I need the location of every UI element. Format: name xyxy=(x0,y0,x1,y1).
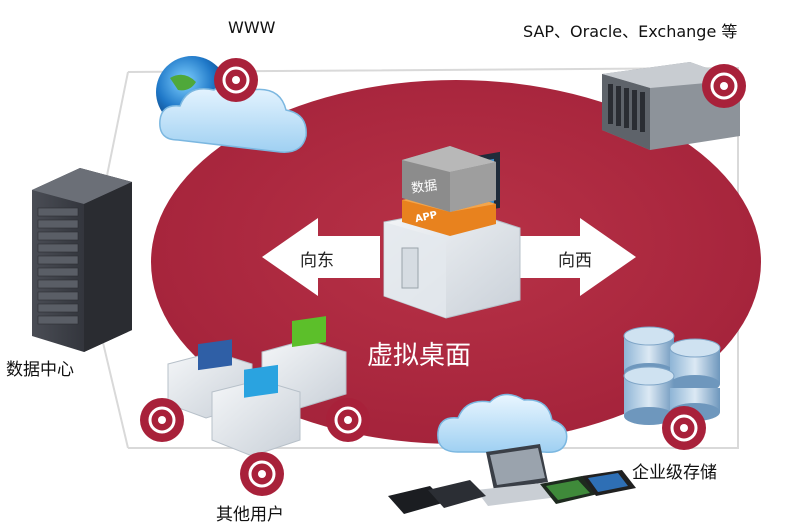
east-label: 向东 xyxy=(300,251,334,271)
biohazard-icon xyxy=(214,58,258,102)
www-label: WWW xyxy=(228,18,276,37)
biohazard-icon xyxy=(240,452,284,496)
other-user-desktop-3 xyxy=(211,364,301,457)
enterprise-apps-label: SAP、Oracle、Exchange 等 xyxy=(523,22,738,41)
storage-disks-icon xyxy=(623,326,721,425)
data-layer-label: 数据 xyxy=(410,178,439,197)
enterprise-storage-label: 企业级存储 xyxy=(632,463,717,483)
data-center-label: 数据中心 xyxy=(6,360,74,380)
other-users-label: 其他用户 xyxy=(216,505,284,525)
biohazard-icon xyxy=(140,398,184,442)
bottom-cloud-icon xyxy=(437,393,568,454)
biohazard-icon xyxy=(662,406,706,450)
virtual-desktop-label: 虚拟桌面 xyxy=(367,341,472,371)
west-arrow xyxy=(520,218,636,296)
biohazard-icon xyxy=(326,398,370,442)
data-layer xyxy=(402,146,496,212)
laptop-icon xyxy=(476,444,566,506)
tablet-icon xyxy=(388,470,636,514)
server-rack-icon xyxy=(32,168,132,352)
east-arrow xyxy=(262,218,380,296)
biohazard-icon xyxy=(702,64,746,108)
west-label: 向西 xyxy=(558,251,592,271)
